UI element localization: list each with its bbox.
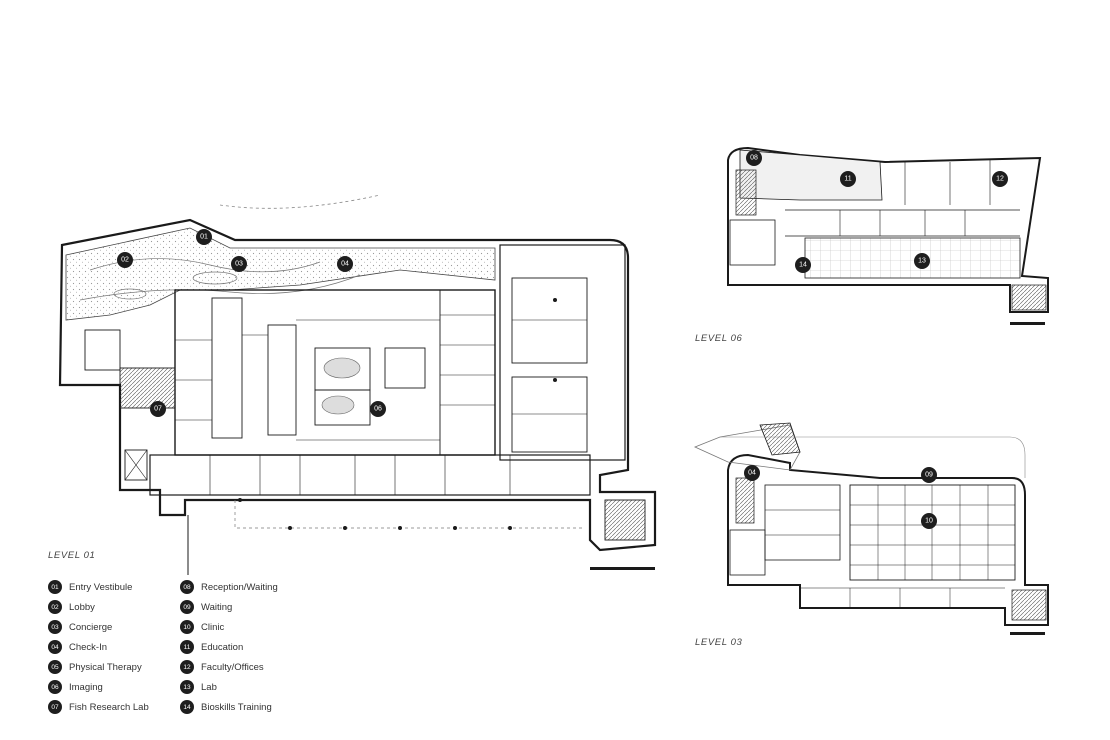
legend-label: Waiting: [201, 601, 233, 613]
level-06-plan: [727, 146, 1049, 325]
marker-11: 11: [840, 171, 856, 187]
marker-12: 12: [992, 171, 1008, 187]
legend-label: Concierge: [69, 621, 113, 633]
level-01-label: LEVEL 01: [48, 550, 96, 561]
legend-item: 01 Entry Vestibule: [48, 577, 149, 597]
svg-text:10: 10: [925, 518, 933, 525]
legend-item: 14 Bioskills Training: [180, 697, 278, 717]
marker-02: 02: [117, 252, 133, 268]
legend-badge: 12: [180, 660, 194, 674]
marker-13: 13: [914, 253, 930, 269]
marker-03: 03: [231, 256, 247, 272]
legend-item: 12 Faculty/Offices: [180, 657, 278, 677]
svg-text:12: 12: [996, 176, 1004, 183]
legend-item: 08 Reception/Waiting: [180, 577, 278, 597]
legend-item: 10 Clinic: [180, 617, 278, 637]
legend-item: 02 Lobby: [48, 597, 149, 617]
legend-label: Imaging: [69, 681, 103, 693]
svg-text:01: 01: [200, 234, 208, 241]
marker-14: 14: [795, 257, 811, 273]
level-01-plan: [58, 194, 657, 575]
svg-text:11: 11: [844, 176, 851, 183]
legend-badge: 13: [180, 680, 194, 694]
legend-label: Clinic: [201, 621, 225, 633]
legend-badge: 04: [48, 640, 62, 654]
marker-04: 04: [337, 256, 353, 272]
legend-item: 04 Check-In: [48, 637, 149, 657]
level-06-label: LEVEL 06: [695, 333, 743, 344]
legend-label: Physical Therapy: [69, 661, 142, 673]
legend-item: 06 Imaging: [48, 677, 149, 697]
legend-label: Education: [201, 641, 244, 653]
legend-label: Bioskills Training: [201, 701, 272, 713]
legend-label: Entry Vestibule: [69, 581, 133, 593]
level-03-plan: [693, 422, 1049, 635]
svg-text:06: 06: [374, 406, 382, 413]
legend-badge: 09: [180, 600, 194, 614]
svg-text:07: 07: [154, 406, 162, 413]
legend-badge: 06: [48, 680, 62, 694]
legend-label: Check-In: [69, 641, 108, 653]
marker-09: 09: [921, 467, 937, 483]
svg-text:14: 14: [799, 262, 807, 269]
legend-label: Lab: [201, 681, 217, 693]
svg-text:08: 08: [750, 155, 758, 162]
legend-badge: 10: [180, 620, 194, 634]
svg-text:04: 04: [748, 470, 756, 477]
marker-08: 08: [746, 150, 762, 166]
legend-badge: 11: [180, 640, 194, 654]
marker-06: 06: [370, 401, 386, 417]
legend-item: 11 Education: [180, 637, 278, 657]
marker-07: 07: [150, 401, 166, 417]
legend-badge: 08: [180, 580, 194, 594]
legend-label: Faculty/Offices: [201, 661, 264, 673]
svg-text:04: 04: [341, 261, 349, 268]
marker-10: 10: [921, 513, 937, 529]
marker-04-l03: 04: [744, 465, 760, 481]
legend-badge: 01: [48, 580, 62, 594]
legend-item: 09 Waiting: [180, 597, 278, 617]
legend-column-left: 01 Entry Vestibule 02 Lobby 03 Concierge 04…: [48, 577, 149, 717]
svg-text:13: 13: [918, 258, 926, 265]
svg-text:03: 03: [235, 261, 243, 268]
legend-item: 07 Fish Research Lab: [48, 697, 149, 717]
level-03-markers: 04 09 10: [744, 465, 937, 529]
legend-item: 13 Lab: [180, 677, 278, 697]
legend-label: Reception/Waiting: [201, 581, 278, 593]
svg-text:02: 02: [121, 257, 129, 264]
legend-label: Fish Research Lab: [69, 701, 149, 713]
legend-badge: 02: [48, 600, 62, 614]
marker-01: 01: [196, 229, 212, 245]
legend-badge: 05: [48, 660, 62, 674]
room-legend: 01 Entry Vestibule 02 Lobby 03 Concierge 04…: [48, 577, 308, 717]
legend-badge: 14: [180, 700, 194, 714]
legend-badge: 03: [48, 620, 62, 634]
legend-label: Lobby: [69, 601, 95, 613]
legend-item: 05 Physical Therapy: [48, 657, 149, 677]
level-01-markers: 01 02 03 04 06 07: [117, 229, 386, 417]
legend-badge: 07: [48, 700, 62, 714]
legend-column-right: 08 Reception/Waiting 09 Waiting 10 Clinic 1…: [180, 577, 278, 717]
level-06-markers: 08 11 12 13 14: [746, 150, 1008, 273]
level-03-label: LEVEL 03: [695, 637, 743, 648]
legend-item: 03 Concierge: [48, 617, 149, 637]
svg-text:09: 09: [925, 472, 933, 479]
